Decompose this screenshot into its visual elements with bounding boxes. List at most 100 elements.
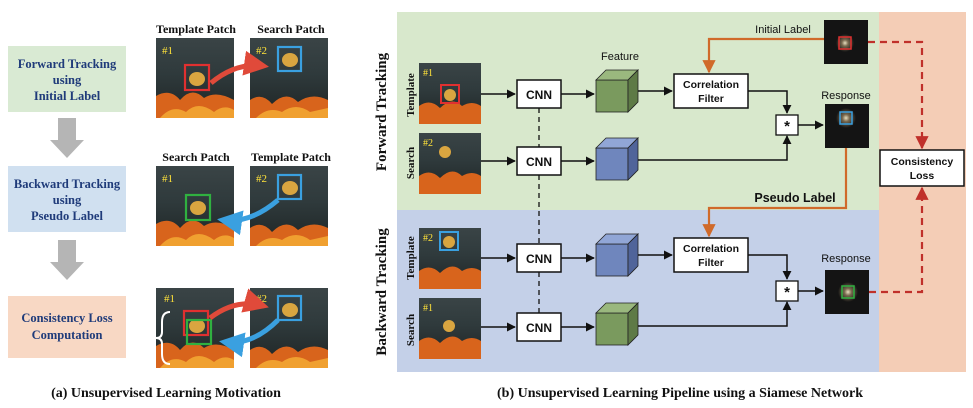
cnn-box-3: CNN	[516, 243, 562, 273]
blue-box	[839, 111, 853, 125]
feature-cube-fwd-search	[595, 137, 639, 181]
forward-curve-arrow	[208, 288, 269, 321]
blue-box	[276, 294, 303, 322]
correlation-filter-bwd: Correlation Filter	[673, 237, 749, 273]
fwd-search-label: Search	[405, 147, 417, 179]
cnn-label: CNN	[526, 155, 552, 169]
cnn-box-1: CNN	[516, 79, 562, 109]
backward-curve-arrow	[217, 198, 280, 236]
row1-left-image: #1	[156, 38, 234, 118]
blue-box	[439, 231, 459, 251]
initial-label-arrow	[702, 37, 824, 74]
response-label-bwd: Response	[821, 253, 871, 265]
correlation-filter-fwd: Correlation Filter	[673, 73, 749, 109]
down-arrow-2	[50, 240, 84, 280]
bwd-template-id: #2	[423, 233, 433, 244]
arrow	[638, 135, 792, 161]
conv-symbol: *	[784, 284, 790, 301]
step-consistency-line1: Consistency Loss	[21, 311, 112, 325]
feature-cube-bwd-template	[595, 233, 639, 277]
step-forward-line3: Initial Label	[34, 89, 101, 103]
fwd-template-id: #1	[423, 68, 433, 79]
feature-label: Feature	[601, 51, 639, 63]
bwd-search-label: Search	[405, 314, 417, 346]
row2-left-image: #1	[156, 166, 234, 246]
step-backward-line3: Pseudo Label	[31, 209, 103, 223]
down-arrow-1	[50, 118, 84, 158]
backward-curve-arrow	[219, 318, 280, 358]
consistency-loss-line1: Consistency	[891, 156, 954, 168]
bwd-template-label: Template	[405, 236, 417, 280]
row2-right-title: Template Patch	[251, 150, 331, 164]
backward-tracking-label: Backward Tracking	[374, 228, 390, 356]
cnn-label: CNN	[526, 252, 552, 266]
consistency-loss-box: Consistency Loss	[879, 149, 965, 187]
step-backward-line1: Backward Tracking	[14, 177, 121, 191]
green-box	[841, 285, 855, 299]
correlation-filter-line2: Filter	[698, 257, 724, 269]
row2-right-id: #2	[256, 173, 267, 185]
left-panel: Forward Tracking using Initial Label Bac…	[8, 22, 331, 401]
caption-a: (a) Unsupervised Learning Motivation	[51, 386, 281, 401]
row1-right-id: #2	[256, 45, 267, 57]
conv-operator-fwd: *	[775, 114, 799, 136]
feature-cube-bwd-search	[595, 302, 639, 346]
response-to-loss-arrow	[869, 186, 929, 294]
step-backward-line2: using	[53, 193, 82, 207]
row2-left-title: Search Patch	[162, 150, 230, 164]
blue-box	[276, 45, 303, 73]
step-forward-line1: Forward Tracking	[18, 57, 117, 71]
red-box	[183, 63, 211, 92]
correlation-filter-line1: Correlation	[683, 79, 739, 91]
step-forward-line2: using	[53, 73, 82, 87]
row1-left-id: #1	[162, 45, 173, 57]
correlation-filter-line2: Filter	[698, 93, 724, 105]
fwd-template-label: Template	[405, 73, 417, 117]
bwd-search-id: #1	[423, 303, 433, 314]
red-box	[440, 84, 460, 104]
arrow	[748, 254, 792, 280]
response-label-fwd: Response	[821, 90, 871, 102]
initial-label-to-loss-arrow	[868, 40, 929, 150]
cnn-box-2: CNN	[516, 146, 562, 176]
fwd-template-image: #1	[419, 63, 481, 124]
fwd-search-image: #2	[419, 133, 481, 194]
correlation-filter-line1: Correlation	[683, 243, 739, 255]
forward-tracking-label: Forward Tracking	[374, 52, 390, 171]
row1-right-title: Search Patch	[257, 22, 325, 36]
row3-left-id: #1	[164, 293, 175, 305]
forward-curve-arrow	[209, 50, 269, 85]
step-box-backward	[8, 166, 126, 232]
conv-symbol: *	[784, 118, 790, 135]
pseudo-label-text: Pseudo Label	[754, 191, 835, 205]
conv-operator-bwd: *	[775, 280, 799, 302]
bwd-search-image: #1	[419, 298, 481, 359]
row2-left-id: #1	[162, 173, 173, 185]
red-box	[838, 36, 852, 50]
caption-b: (b) Unsupervised Learning Pipeline using…	[497, 386, 863, 401]
bwd-template-image: #2	[419, 228, 481, 289]
cnn-label: CNN	[526, 321, 552, 335]
green-box	[185, 318, 213, 346]
consistency-loss-line2: Loss	[910, 170, 935, 182]
pseudo-label-arrow	[702, 148, 848, 238]
cnn-box-4: CNN	[516, 312, 562, 342]
blue-box	[276, 173, 303, 201]
step-consistency-line2: Computation	[32, 328, 103, 342]
step-box-forward	[8, 46, 126, 112]
row3-right-image: #2	[250, 288, 328, 368]
response-map-bwd	[825, 270, 869, 314]
fwd-search-id: #2	[423, 138, 433, 149]
response-map-fwd	[825, 104, 869, 148]
row1-right-image: #2	[250, 38, 328, 118]
green-box	[184, 193, 212, 222]
arrow	[638, 301, 792, 327]
row2-right-image: #2	[250, 166, 328, 246]
step-box-consistency	[8, 296, 126, 358]
arrow	[748, 90, 792, 114]
red-box	[182, 309, 210, 337]
row1-left-title: Template Patch	[156, 22, 236, 36]
initial-label-text: Initial Label	[755, 24, 811, 36]
cnn-label: CNN	[526, 88, 552, 102]
